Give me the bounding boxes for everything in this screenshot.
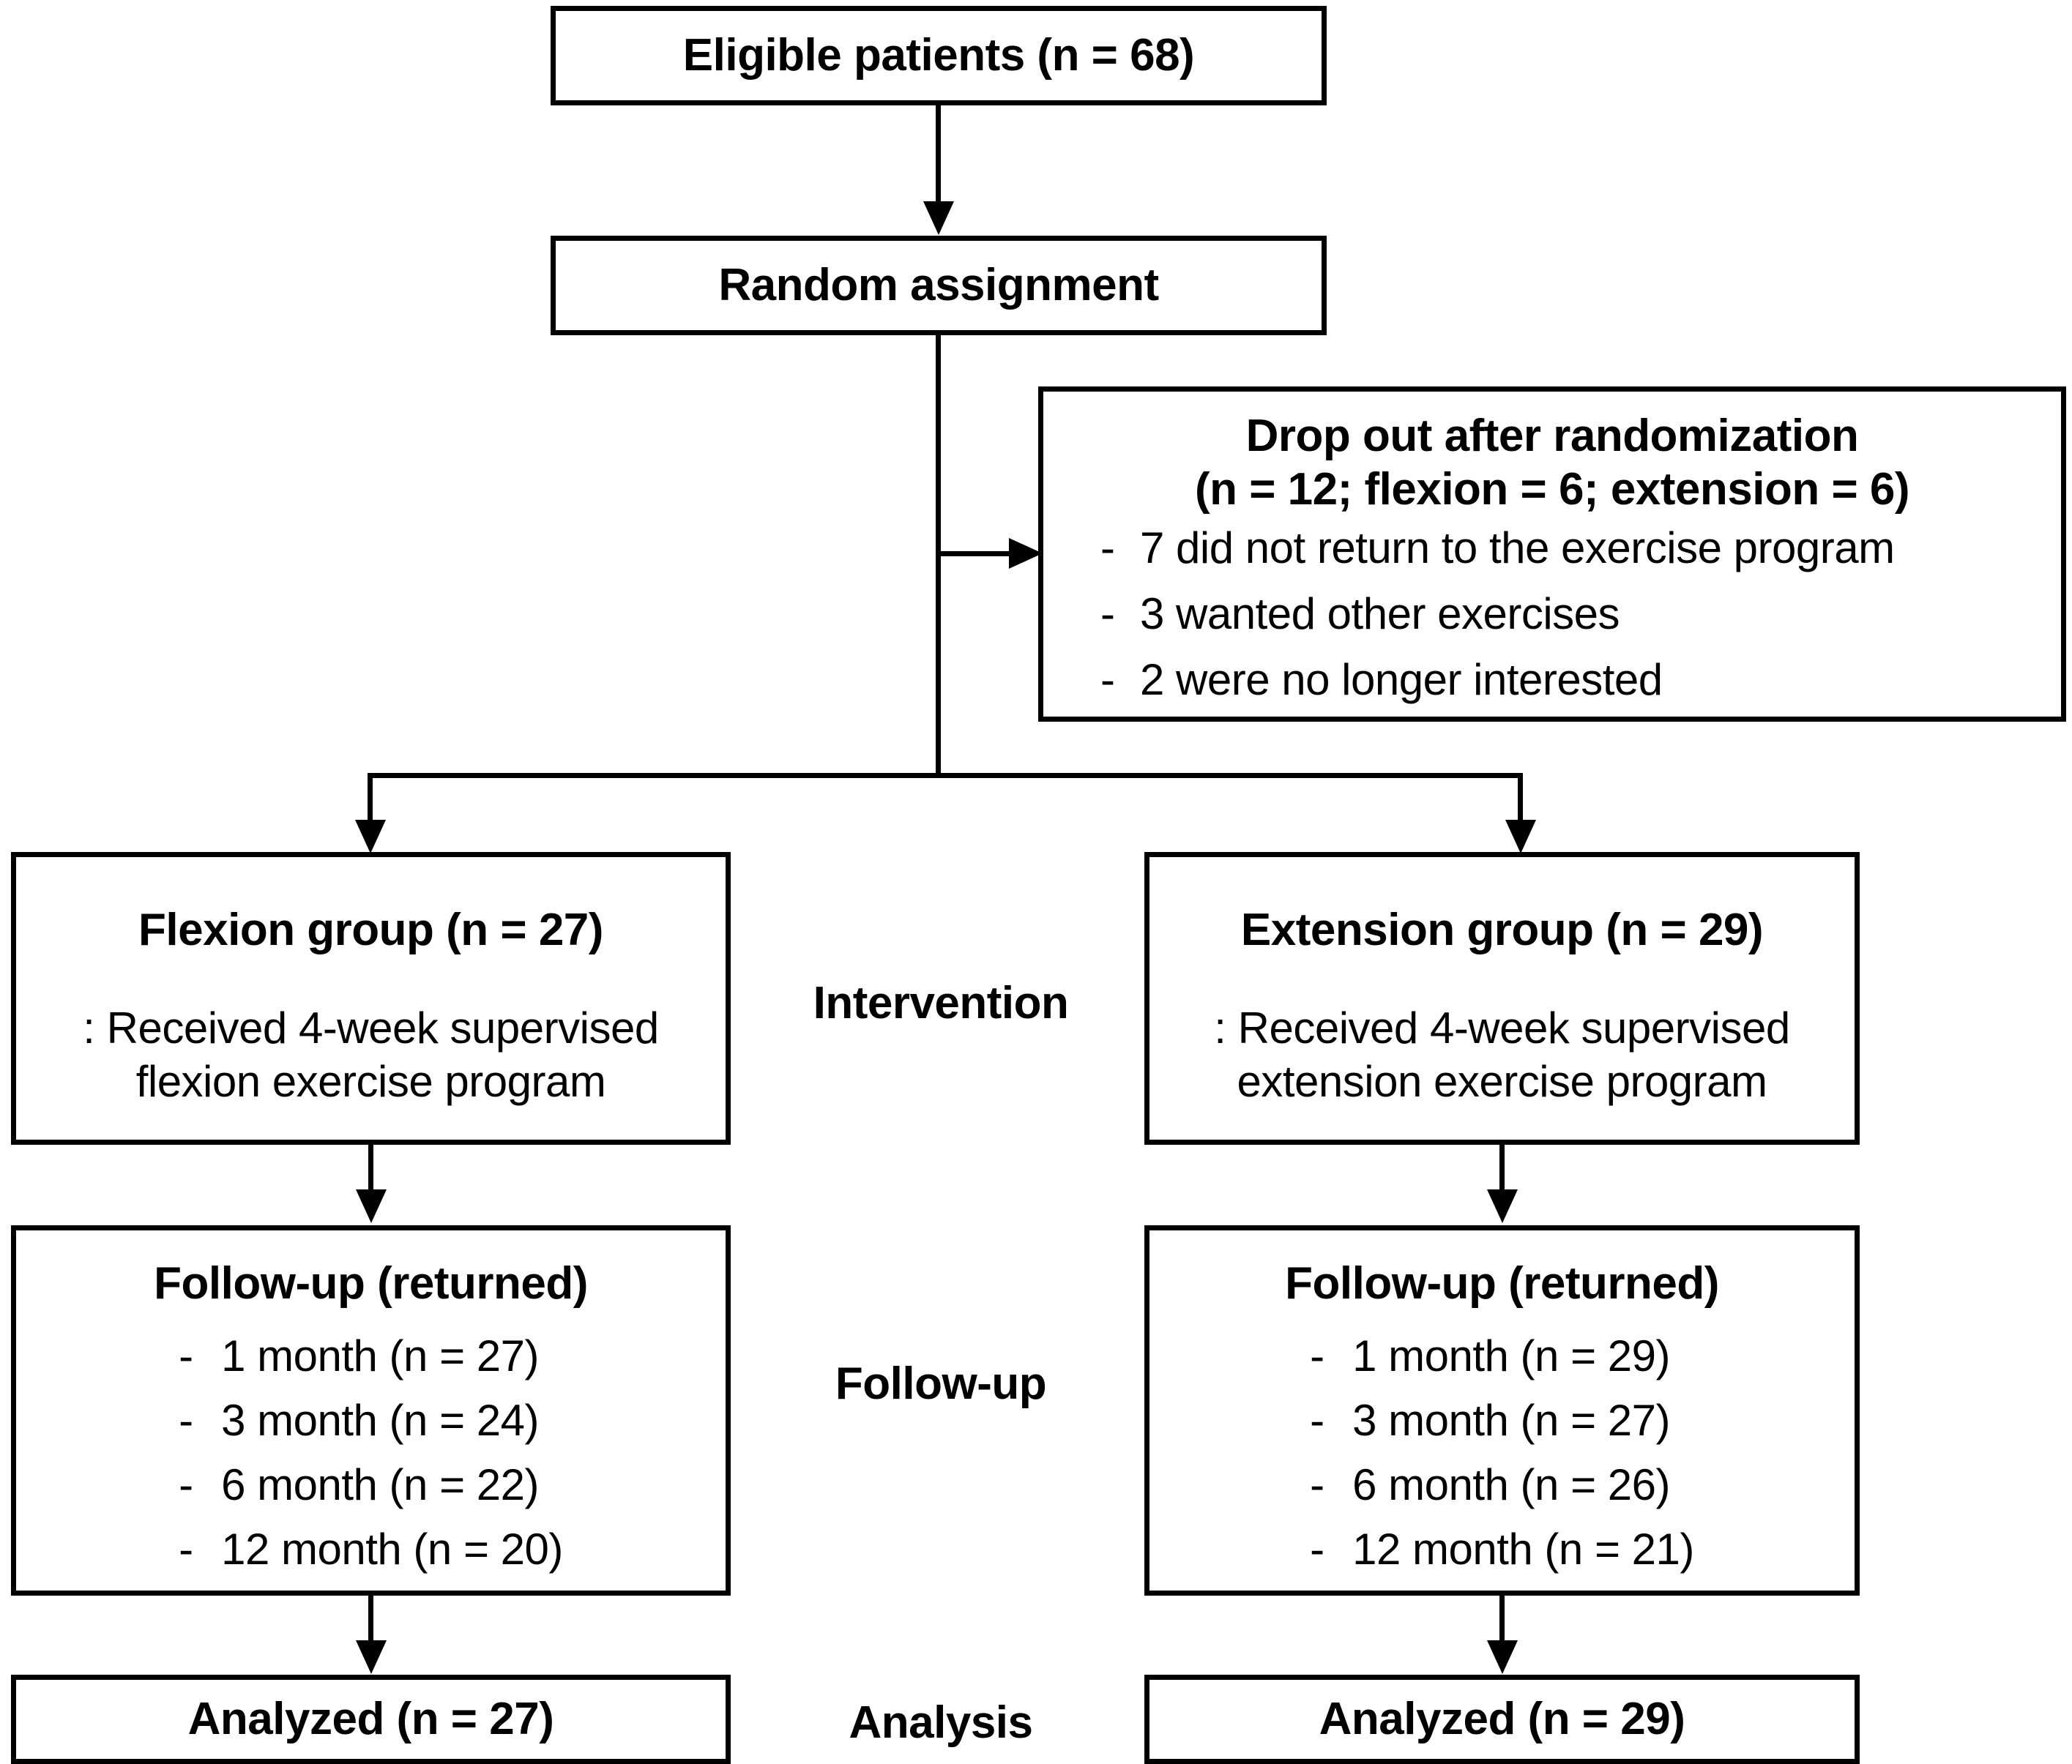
node-flexion-group: Flexion group (n = 27) : Received 4-week… (11, 852, 731, 1145)
followup-item: - 1 month (n = 27) (179, 1334, 563, 1378)
connector-followup-to-analyzed-flexion (368, 1596, 373, 1642)
list-dash: - (1310, 1396, 1324, 1445)
list-dash: - (1100, 589, 1115, 639)
followup-item-text: 12 month (n = 21) (1352, 1525, 1694, 1574)
node-followup-extension: Follow-up (returned) - 1 month (n = 29) … (1144, 1225, 1860, 1596)
followup-item: - 12 month (n = 21) (1310, 1528, 1694, 1571)
connector-split-left (368, 773, 373, 829)
dropout-reason-item: - 2 were no longer interested (1100, 658, 1895, 702)
node-followup-flexion: Follow-up (returned) - 1 month (n = 27) … (11, 1225, 731, 1596)
followup-item-text: 1 month (n = 29) (1352, 1331, 1671, 1380)
arrowhead-right-icon (1009, 538, 1043, 569)
dropout-reason-text: 7 did not return to the exercise program (1140, 523, 1895, 573)
dropout-reason-list: - 7 did not return to the exercise progr… (1043, 526, 1895, 724)
node-eligible-patients: Eligible patients (n = 68) (551, 6, 1327, 105)
followup-item-text: 6 month (n = 26) (1352, 1460, 1671, 1509)
followup-extension-title: Follow-up (returned) (1285, 1258, 1719, 1309)
flexion-group-desc-line1: : Received 4-week supervised (83, 1003, 659, 1053)
list-dash: - (179, 1525, 193, 1574)
list-dash: - (1310, 1525, 1324, 1574)
followup-item: - 6 month (n = 22) (179, 1463, 563, 1507)
connector-eligible-to-random (936, 105, 941, 204)
followup-item: - 3 month (n = 24) (179, 1399, 563, 1443)
list-dash: - (1100, 523, 1115, 573)
followup-extension-list: - 1 month (n = 29) - 3 month (n = 27) - … (1310, 1314, 1694, 1571)
list-dash: - (1310, 1331, 1324, 1380)
extension-group-desc-line2: extension exercise program (1237, 1056, 1767, 1106)
analyzed-flexion-label: Analyzed (n = 27) (187, 1694, 554, 1745)
connector-random-to-dropout (936, 551, 1018, 556)
node-dropout-after-randomization: Drop out after randomization (n = 12; fl… (1038, 386, 2066, 722)
random-assignment-label: Random assignment (718, 260, 1159, 311)
node-analyzed-extension: Analyzed (n = 29) (1144, 1675, 1860, 1764)
dropout-reason-text: 2 were no longer interested (1140, 655, 1663, 705)
followup-item-text: 1 month (n = 27) (221, 1331, 540, 1380)
connector-split-horizontal (368, 773, 1523, 778)
list-dash: - (179, 1396, 193, 1445)
dropout-reason-item: - 3 wanted other exercises (1100, 592, 1895, 636)
arrowhead-down-icon (356, 1189, 387, 1223)
followup-item-text: 3 month (n = 27) (1352, 1396, 1671, 1445)
arrowhead-down-icon (356, 1640, 387, 1674)
dropout-title-line2: (n = 12; flexion = 6; extension = 6) (1194, 464, 1910, 515)
arrowhead-down-icon (355, 820, 386, 853)
followup-flexion-title: Follow-up (returned) (154, 1258, 588, 1309)
flexion-group-desc-line2: flexion exercise program (135, 1056, 606, 1106)
arrowhead-down-icon (1487, 1640, 1518, 1674)
extension-group-desc-line1: : Received 4-week supervised (1214, 1003, 1790, 1053)
connector-extension-to-followup (1499, 1145, 1505, 1192)
stage-label-analysis: Analysis (849, 1697, 1033, 1748)
list-dash: - (179, 1460, 193, 1509)
connector-split-right (1518, 773, 1523, 829)
eligible-patients-label: Eligible patients (n = 68) (682, 30, 1195, 81)
followup-item-text: 3 month (n = 24) (221, 1396, 540, 1445)
arrowhead-down-icon (1505, 820, 1536, 853)
dropout-reason-text: 3 wanted other exercises (1140, 589, 1620, 639)
arrowhead-down-icon (923, 201, 954, 235)
list-dash: - (1310, 1460, 1324, 1509)
followup-item-text: 6 month (n = 22) (221, 1460, 540, 1509)
followup-item: - 3 month (n = 27) (1310, 1399, 1694, 1443)
stage-label-followup: Follow-up (835, 1358, 1047, 1409)
list-dash: - (179, 1331, 193, 1380)
dropout-title-line1: Drop out after randomization (1245, 411, 1859, 461)
followup-item: - 6 month (n = 26) (1310, 1463, 1694, 1507)
dropout-reason-item: - 7 did not return to the exercise progr… (1100, 526, 1895, 570)
followup-item: - 12 month (n = 20) (179, 1528, 563, 1571)
connector-flexion-to-followup (368, 1145, 373, 1192)
node-extension-group: Extension group (n = 29) : Received 4-we… (1144, 852, 1860, 1145)
followup-item-text: 12 month (n = 20) (221, 1525, 563, 1574)
followup-item: - 1 month (n = 29) (1310, 1334, 1694, 1378)
node-random-assignment: Random assignment (551, 236, 1327, 335)
followup-flexion-list: - 1 month (n = 27) - 3 month (n = 24) - … (179, 1314, 563, 1571)
arrowhead-down-icon (1487, 1189, 1518, 1223)
stage-label-intervention: Intervention (813, 978, 1069, 1028)
analyzed-extension-label: Analyzed (n = 29) (1319, 1694, 1685, 1745)
extension-group-title: Extension group (n = 29) (1240, 905, 1764, 956)
flexion-group-title: Flexion group (n = 27) (138, 905, 603, 956)
list-dash: - (1100, 655, 1115, 705)
connector-followup-to-analyzed-extension (1499, 1596, 1505, 1642)
node-analyzed-flexion: Analyzed (n = 27) (11, 1675, 731, 1764)
